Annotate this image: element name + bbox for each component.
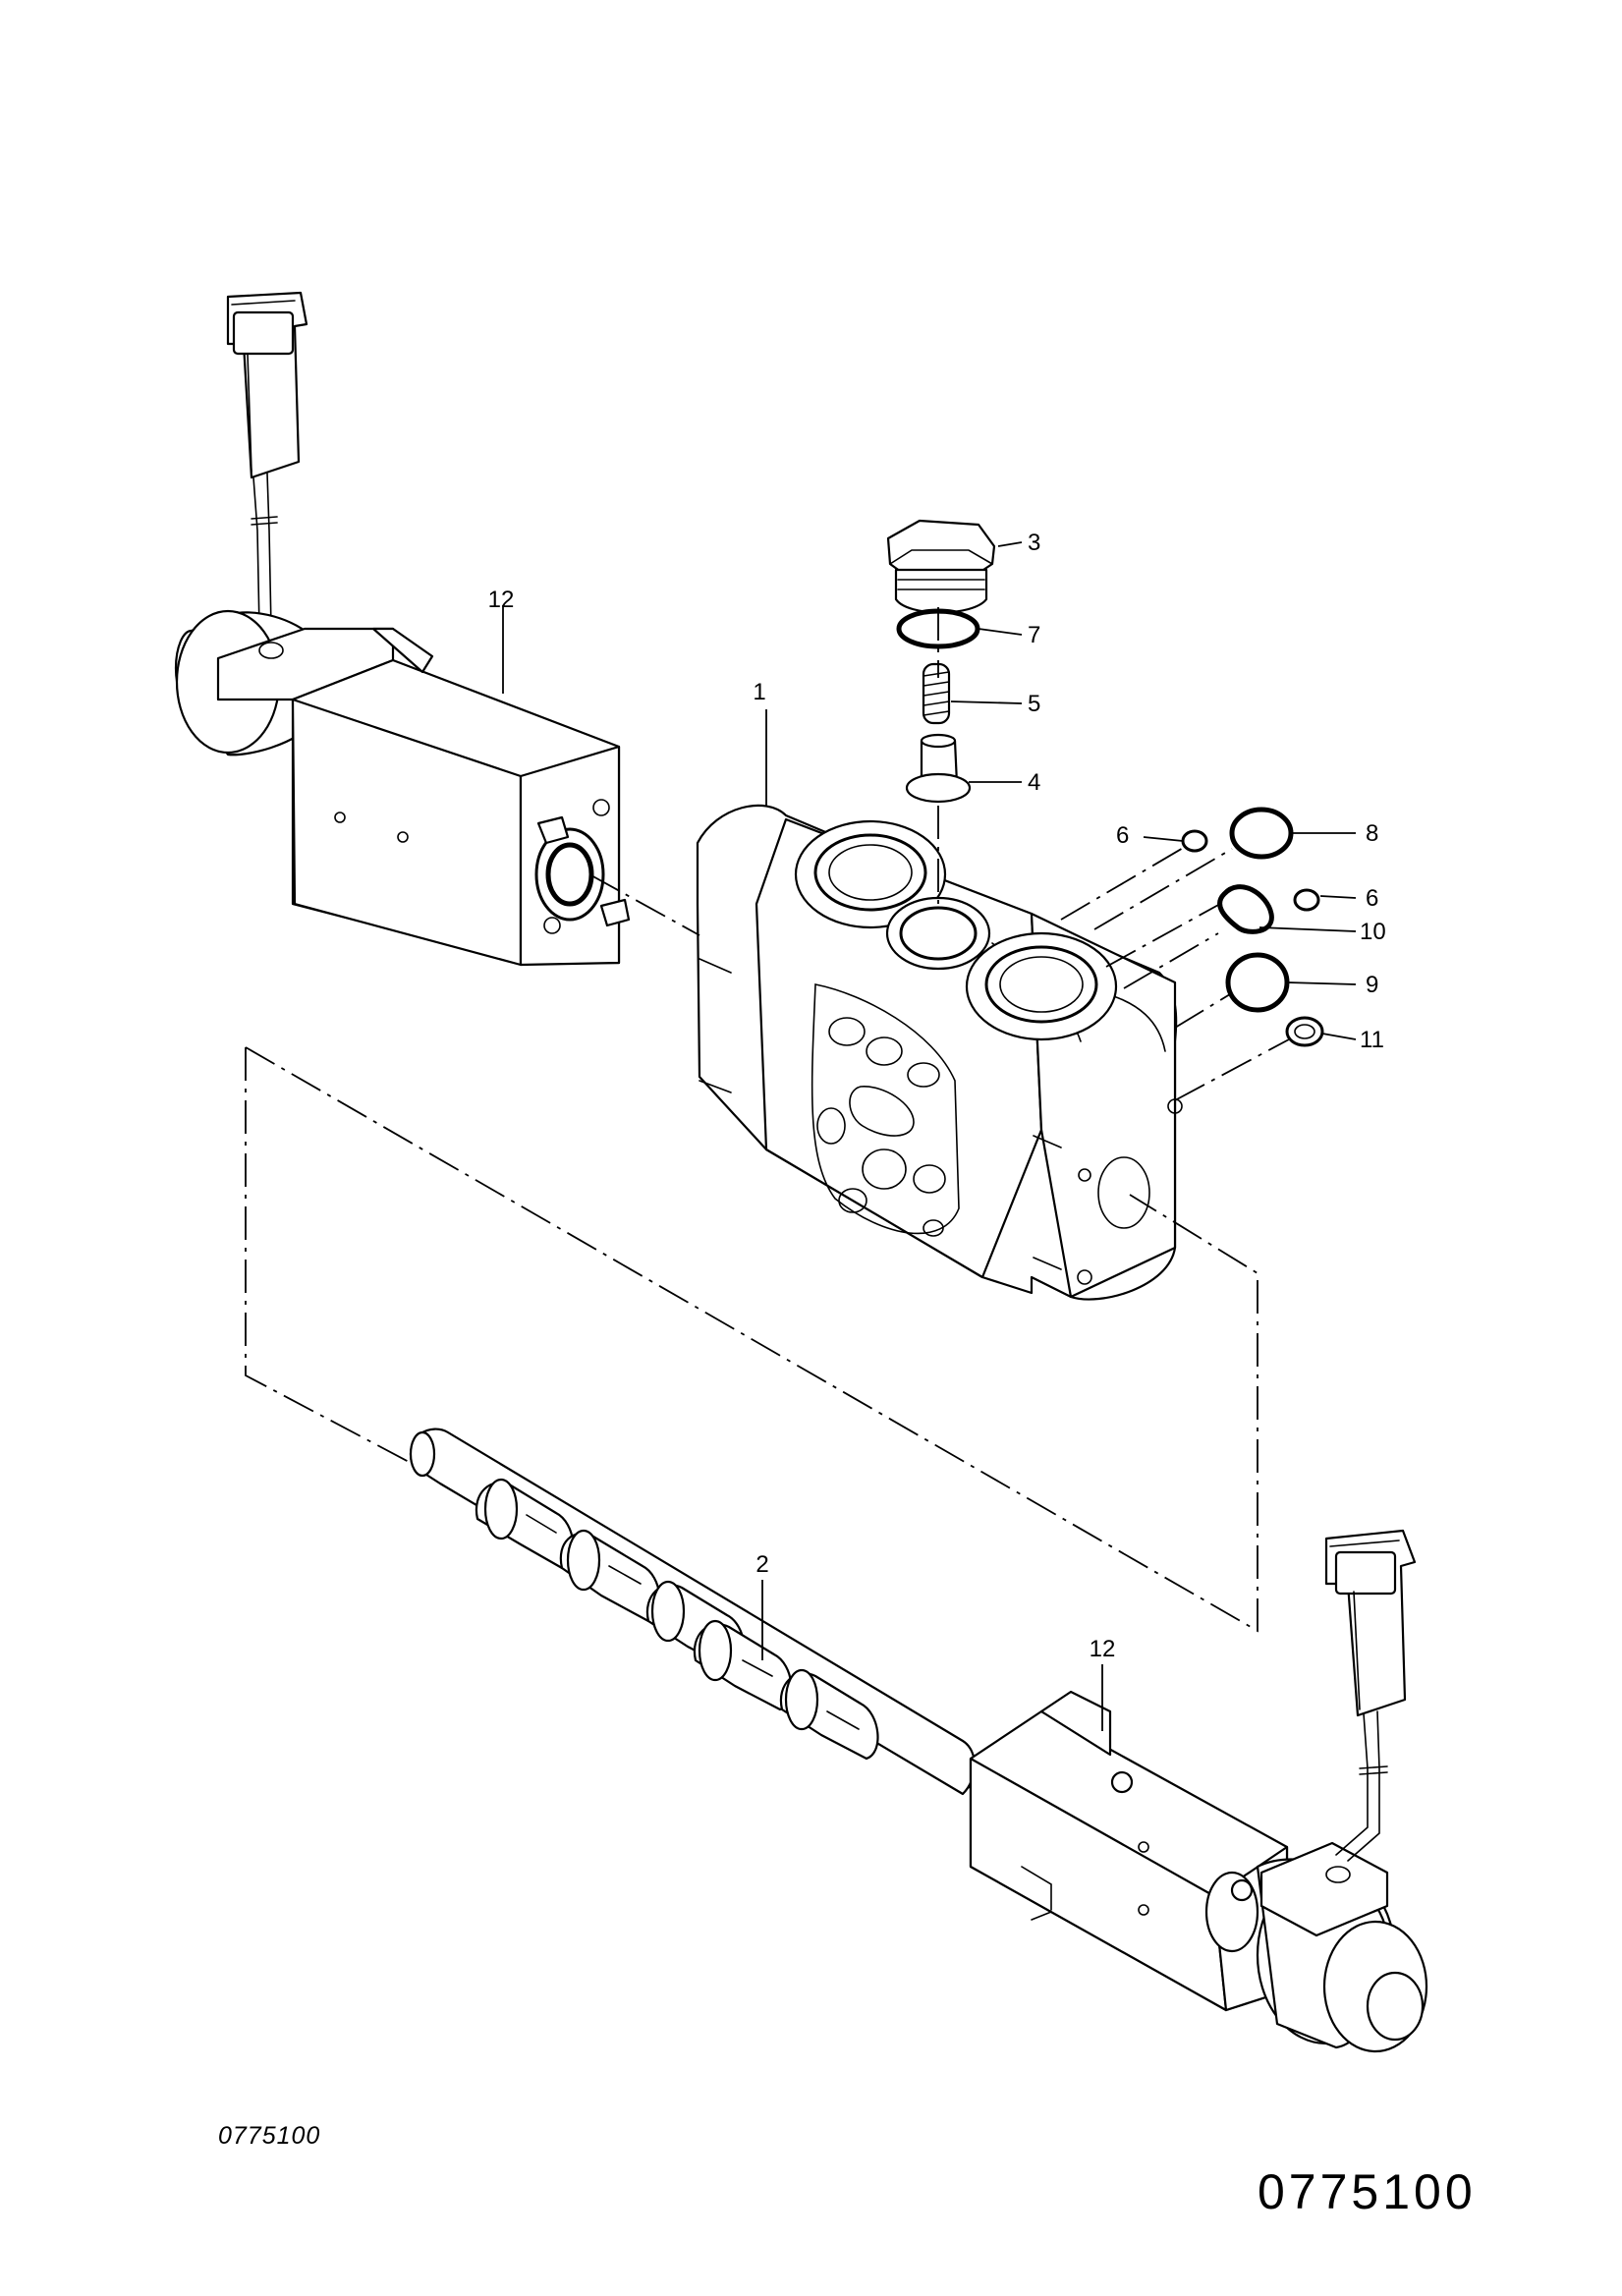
callout-4: 4 — [1028, 769, 1040, 796]
o-ring-6-upper — [1181, 829, 1208, 853]
spool-2 — [409, 1428, 976, 1796]
o-ring-9 — [1225, 952, 1290, 1013]
leader-lines — [502, 541, 1357, 1731]
assembly-lines-right — [1060, 846, 1290, 1101]
valve-body — [696, 804, 1183, 1301]
callout-1: 1 — [753, 679, 765, 705]
o-ring-6-lower — [1293, 888, 1320, 912]
spring-5 — [922, 662, 951, 725]
seat-4 — [905, 733, 972, 804]
o-ring-11 — [1285, 1016, 1324, 1047]
o-ring-8 — [1229, 807, 1294, 860]
drawing-code-small: 0775100 — [218, 2122, 321, 2150]
plug-3 — [886, 519, 996, 614]
solenoid-bottom-right — [969, 1690, 1428, 2053]
callouts: 1 2 3 7 5 4 6 8 6 10 9 11 12 12 — [488, 530, 1386, 1662]
callout-2: 2 — [755, 1551, 768, 1578]
callout-3: 3 — [1028, 530, 1040, 556]
connector-top-left — [226, 291, 308, 661]
callout-7: 7 — [1028, 622, 1040, 648]
drawing-code-large: 0775100 — [1258, 2164, 1477, 2219]
callout-8: 8 — [1366, 820, 1378, 847]
connector-bottom-right — [1324, 1529, 1417, 1862]
callout-12-bottom: 12 — [1090, 1636, 1116, 1662]
callout-12-top: 12 — [488, 587, 515, 613]
callout-5: 5 — [1028, 691, 1040, 717]
o-ring-10 — [1217, 884, 1274, 934]
o-rings-right — [1181, 807, 1324, 1047]
callout-9: 9 — [1366, 972, 1378, 998]
callout-11: 11 — [1360, 1027, 1384, 1053]
callout-10: 10 — [1360, 919, 1386, 945]
solenoid-top-left — [174, 609, 631, 967]
callout-6-upper: 6 — [1116, 822, 1129, 849]
callout-6-lower: 6 — [1366, 885, 1378, 912]
